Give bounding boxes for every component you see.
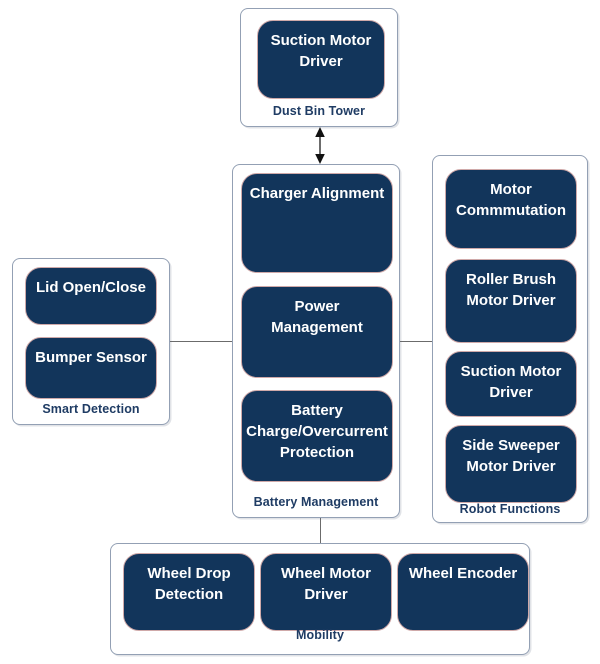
node-label: Motor Commmutation <box>456 181 566 219</box>
node-label: Side Sweeper Motor Driver <box>462 437 560 475</box>
node-label: Wheel Motor Driver <box>281 565 371 603</box>
node-label: Roller Brush Motor Driver <box>465 271 556 309</box>
double-arrow-dustbin-to-battery-icon <box>315 127 325 164</box>
node-label: Bumper Sensor <box>35 349 147 366</box>
node-roller-brush-motor-driver: Roller Brush Motor Driver <box>445 259 577 343</box>
node-label: Suction Motor Driver <box>460 363 562 401</box>
connector-battery-to-robot-functions <box>400 341 432 342</box>
node-label: Lid Open/Close <box>35 279 146 296</box>
connector-smart-detection-to-battery <box>170 341 232 342</box>
node-lid-open-close: Lid Open/Close <box>25 267 157 325</box>
group-smart-detection: Lid Open/Close Bumper Sensor Smart Detec… <box>12 258 170 425</box>
group-label-dust-bin-tower: Dust Bin Tower <box>272 104 366 118</box>
node-battery-charge-overcurrent-protection: Battery Charge/Overcurrent Protection <box>241 390 393 482</box>
group-mobility: Wheel Drop Detection Wheel Motor Driver … <box>110 543 530 655</box>
node-power-management: Power Management <box>241 286 393 378</box>
node-suction-motor-driver-dustbin: Suction Motor Driver <box>257 20 385 99</box>
node-label: Power Management <box>271 298 363 336</box>
connector-battery-to-mobility <box>320 517 321 543</box>
group-label-mobility: Mobility <box>295 628 345 642</box>
group-dust-bin-tower: Suction Motor Driver Dust Bin Tower <box>240 8 398 127</box>
node-side-sweeper-motor-driver: Side Sweeper Motor Driver <box>445 425 577 503</box>
node-label: Suction Motor Driver <box>270 32 372 70</box>
node-wheel-motor-driver: Wheel Motor Driver <box>260 553 392 631</box>
node-label: Battery Charge/Overcurrent Protection <box>246 402 388 461</box>
group-label-battery-management: Battery Management <box>253 495 379 509</box>
node-wheel-drop-detection: Wheel Drop Detection <box>123 553 255 631</box>
node-suction-motor-driver: Suction Motor Driver <box>445 351 577 417</box>
group-label-robot-functions: Robot Functions <box>459 502 561 516</box>
node-wheel-encoder: Wheel Encoder <box>397 553 529 631</box>
node-label: Wheel Drop Detection <box>147 565 231 603</box>
group-battery-management: Charger Alignment Power Management Batte… <box>232 164 400 518</box>
node-label: Wheel Encoder <box>408 565 518 582</box>
group-robot-functions: Motor Commmutation Roller Brush Motor Dr… <box>432 155 588 523</box>
node-charger-alignment: Charger Alignment <box>241 173 393 273</box>
node-label: Charger Alignment <box>249 185 385 202</box>
node-bumper-sensor: Bumper Sensor <box>25 337 157 399</box>
group-label-smart-detection: Smart Detection <box>42 402 140 416</box>
node-motor-commutation: Motor Commmutation <box>445 169 577 249</box>
